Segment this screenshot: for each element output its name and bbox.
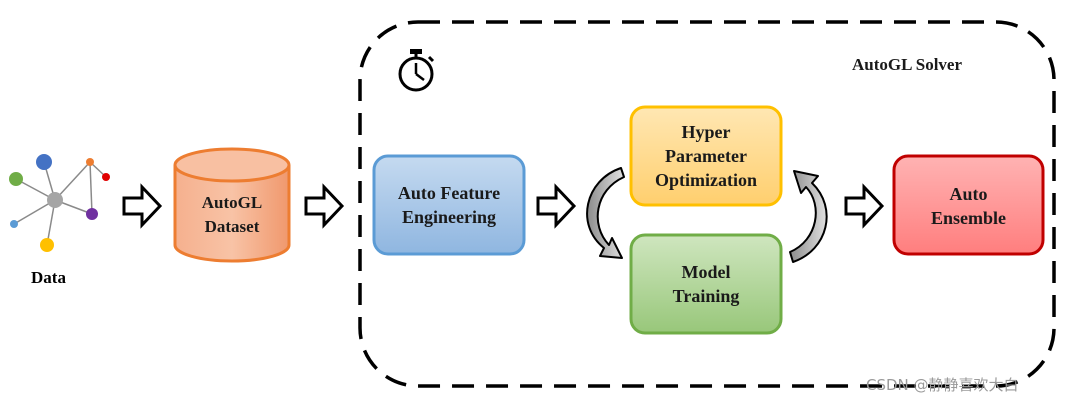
arrow-right-icon [122,183,163,229]
feature-label-line1: Auto Feature [397,183,501,203]
ensemble-label-line2: Ensemble [930,208,1006,228]
arrow-right-icon [536,183,577,229]
feature-label-line2: Engineering [401,207,496,227]
watermark: CSDN @静静喜欢大白 [866,376,1019,394]
auto-ensemble-box [892,154,1045,256]
arrow-right-icon [844,183,885,229]
curved-arrow-icon [789,170,828,263]
solver-boundary [358,20,1056,388]
training-label-line1: Model [681,262,731,282]
arrow-right-icon [304,183,345,229]
feature-engineering-box [372,154,526,256]
hpo-box [629,105,783,207]
hpo-label: Hyper Parameter Optimization [631,120,781,192]
hpo-label-line3: Optimization [655,170,757,190]
dataset-label: AutoGL Dataset [180,191,284,239]
hpo-label-line1: Hyper [681,122,731,142]
auto-ensemble-label: Auto Ensemble [894,182,1043,230]
curved-arrow-icon [586,167,625,259]
graph-network-icon [9,154,110,252]
feature-engineering-label: Auto Feature Engineering [374,181,524,229]
stopwatch-icon [398,49,435,92]
training-label-line2: Training [672,286,740,306]
hpo-label-line2: Parameter [665,146,747,166]
dataset-label-line1: AutoGL [201,193,263,212]
database-cylinder-icon [173,147,291,263]
data-label: Data [31,268,66,287]
dataset-label-line2: Dataset [204,217,260,236]
model-training-label: Model Training [631,260,781,308]
model-training-box [629,233,783,335]
solver-title: AutoGL Solver [851,55,963,74]
ensemble-label-line1: Auto [949,184,988,204]
